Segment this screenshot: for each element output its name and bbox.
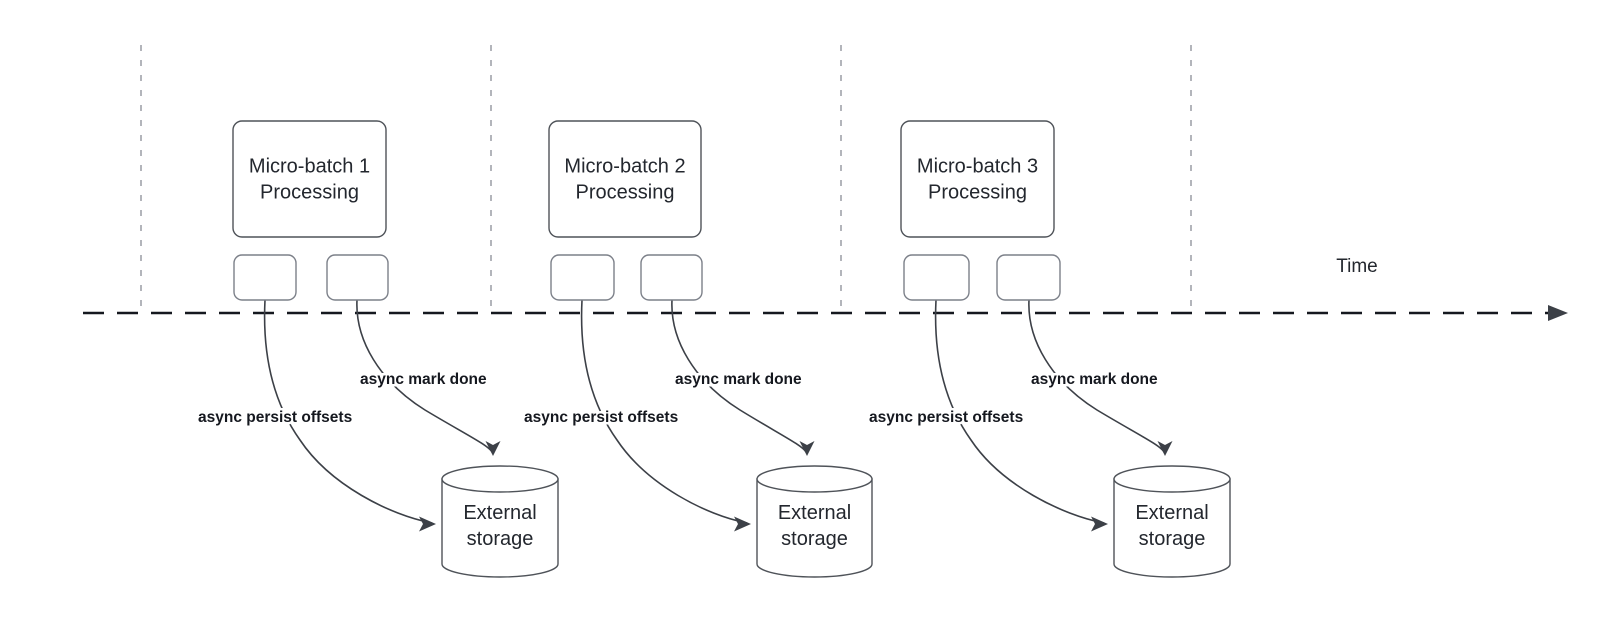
external-storage-1-label-line2: storage bbox=[467, 528, 534, 550]
async-persist-offsets-1-arrow-icon bbox=[419, 516, 436, 532]
micro-batch-3-box[interactable] bbox=[900, 120, 1055, 238]
async-mark-done-3-arrow-icon bbox=[1157, 441, 1173, 456]
micro-batch-1-label-line1: Micro-batch 1 bbox=[249, 155, 370, 177]
async-mark-done-2-curve bbox=[671, 299, 807, 453]
external-storage-1-label-line1: External bbox=[463, 502, 536, 524]
async-persist-offsets-3-curve bbox=[934, 299, 1105, 524]
external-storage-2-label-line2: storage bbox=[781, 528, 848, 550]
micro-batch-3-label-line2: Processing bbox=[928, 181, 1027, 203]
external-storage-2-label-line1: External bbox=[778, 502, 851, 524]
async-persist-offsets-2-label: async persist offsets bbox=[524, 409, 678, 426]
timeline-tick-group bbox=[140, 45, 1192, 315]
async-persist-offsets-1-label: async persist offsets bbox=[198, 409, 352, 426]
async-persist-offsets-3-label: async persist offsets bbox=[869, 409, 1023, 426]
micro-batch-2-label-line1: Micro-batch 2 bbox=[564, 155, 685, 177]
external-storage-3-top-ellipse bbox=[1113, 465, 1231, 493]
external-storage-1-top-ellipse bbox=[441, 465, 559, 493]
external-storage-2-top-ellipse bbox=[756, 465, 873, 493]
task-1a-box[interactable] bbox=[233, 254, 297, 301]
async-persist-offsets-3-arrow-icon bbox=[1091, 516, 1108, 532]
task-2b-box[interactable] bbox=[640, 254, 703, 301]
micro-batch-2-box[interactable] bbox=[548, 120, 702, 238]
async-mark-done-3-label: async mark done bbox=[1031, 371, 1158, 388]
external-storage-2-body[interactable] bbox=[756, 478, 873, 578]
task-3b-box[interactable] bbox=[996, 254, 1061, 301]
micro-batch-3-label-line1: Micro-batch 3 bbox=[917, 155, 1038, 177]
task-2a-box[interactable] bbox=[550, 254, 615, 301]
timeline-axis-group bbox=[83, 305, 1568, 321]
flow-curve-group bbox=[263, 299, 1173, 532]
async-mark-done-2-arrow-icon bbox=[799, 441, 815, 456]
external-storage-1-body[interactable] bbox=[441, 478, 559, 578]
timeline-axis-label: Time bbox=[1336, 256, 1378, 277]
axis-label-group: Time bbox=[1336, 256, 1378, 277]
edge-label-group: async persist offsets async mark done asyn… bbox=[196, 369, 1161, 429]
async-mark-done-1-label: async mark done bbox=[360, 371, 487, 388]
async-persist-offsets-1-curve bbox=[263, 299, 433, 524]
external-storage-3-label-line1: External bbox=[1135, 502, 1208, 524]
micro-batch-2-label-line2: Processing bbox=[576, 181, 675, 203]
async-persist-offsets-2-curve bbox=[580, 299, 748, 524]
async-mark-done-1-arrow-icon bbox=[485, 441, 501, 456]
async-mark-done-1-curve bbox=[356, 299, 493, 453]
async-mark-done-2-label: async mark done bbox=[675, 371, 802, 388]
task-1b-box[interactable] bbox=[326, 254, 389, 301]
external-storage-3-body[interactable] bbox=[1113, 478, 1231, 578]
timeline-arrow-icon bbox=[1548, 305, 1568, 321]
async-persist-offsets-2-arrow-icon bbox=[734, 516, 751, 532]
async-mark-done-3-curve bbox=[1028, 299, 1165, 453]
task-3a-box[interactable] bbox=[903, 254, 970, 301]
micro-batch-1-box[interactable] bbox=[232, 120, 387, 238]
external-storage-3-label-line2: storage bbox=[1139, 528, 1206, 550]
micro-batch-1-label-line2: Processing bbox=[260, 181, 359, 203]
